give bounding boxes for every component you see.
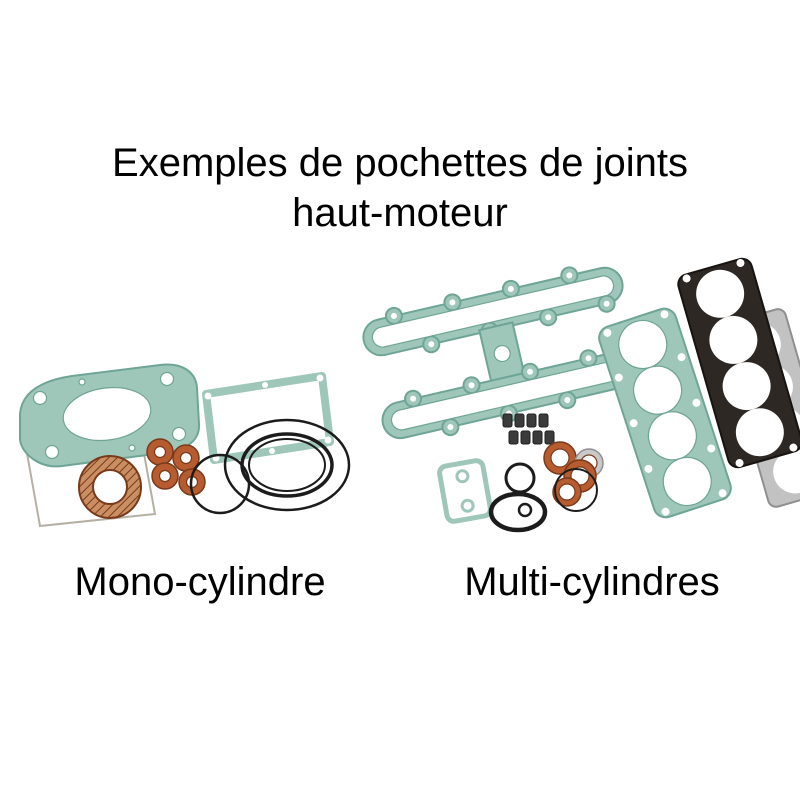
thin-o-ring [554, 468, 598, 512]
caption-multi-cylindres: Multi-cylindres [464, 560, 720, 604]
page-title: Exemples de pochettes de joints haut-mot… [0, 138, 800, 238]
title-line-1: Exemples de pochettes de joints [112, 141, 688, 185]
valve-cover-gasket [362, 266, 643, 440]
oval-seal [488, 491, 548, 533]
valve-stem-seals [502, 413, 555, 445]
mono-cylinder-gasket-illustration [19, 363, 351, 528]
small-teal-gasket [437, 458, 493, 524]
teal-head-gasket [598, 307, 732, 519]
dark-head-gasket [677, 257, 800, 469]
cylinder-head-gasket [202, 372, 334, 464]
small-o-ring [504, 462, 536, 494]
title-line-2: haut-moteur [292, 191, 508, 235]
caption-mono-cylindre: Mono-cylindre [74, 560, 326, 604]
multi-cylinder-gasket-illustration [362, 257, 800, 533]
copper-sealing-rings [543, 441, 604, 507]
o-rings [189, 418, 351, 515]
exhaust-gasket-copper [78, 455, 142, 519]
